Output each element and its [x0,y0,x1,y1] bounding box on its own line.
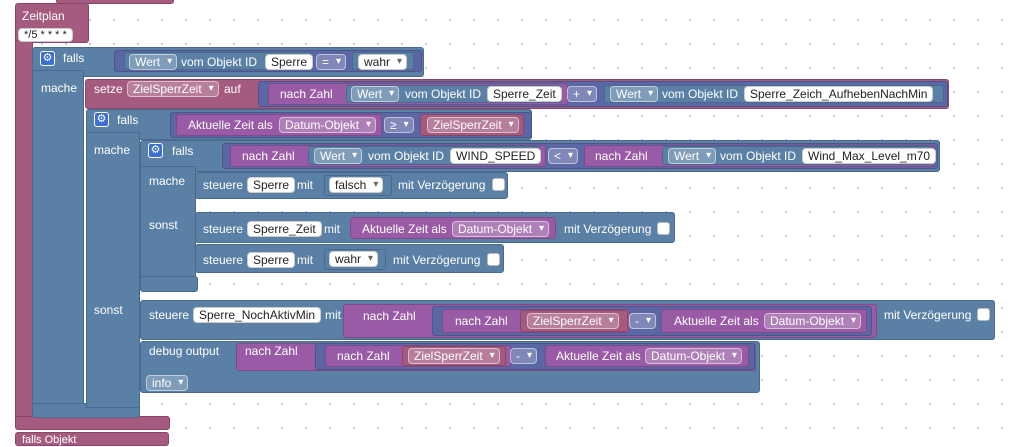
delay-label-4: mit Verzögerung [884,308,972,322]
delay-label-3: mit Verzögerung [393,253,481,267]
op-minus-dropdown-1[interactable]: - [629,313,656,329]
if-wind-body-bar [140,166,196,290]
bool-dropdown-wahr-2[interactable]: wahr [329,251,379,267]
top-partial-block[interactable] [56,0,174,4]
wert-dropdown-4[interactable]: Wert [314,148,363,164]
if1-keyword: falls [63,51,85,65]
if2-keyword: falls [117,113,139,127]
vom-label-1: vom Objekt ID [181,55,258,69]
format-dropdown-4[interactable]: Datum-Objekt [645,348,743,364]
steuere-label-4: steuere [149,308,190,322]
object-id-wind-speed[interactable]: WIND_SPEED [450,148,542,164]
op-plus-dropdown[interactable]: + [567,86,598,102]
mit-label-3: mit [297,253,313,267]
var-dropdown-2[interactable]: ZielSperrZeit [427,117,519,133]
delay-label-1: mit Verzögerung [398,178,486,192]
format-dropdown-2[interactable]: Datum-Objekt [452,221,550,237]
if3-keyword: falls [172,144,194,158]
wert-dropdown-5[interactable]: Wert [668,148,717,164]
nach-zahl-label-5: nach Zahl [455,314,508,328]
object-noch-aktiv[interactable]: Sperre_NochAktivMin [193,307,322,323]
schedule-bottom-bar [15,416,170,430]
object-sperre-s1[interactable]: Sperre [247,177,296,193]
wert-dropdown-3[interactable]: Wert [610,86,659,102]
op-lt-dropdown[interactable]: < [548,148,579,164]
object-id-sperre-1[interactable]: Sperre [265,54,314,70]
op-gte-dropdown[interactable]: ≥ [384,117,414,133]
gear-icon[interactable]: ⚙ [94,112,109,127]
steuere-label-1: steuere [203,178,244,192]
object-id-aufheben[interactable]: Sperre_Zeich_AufhebenNachMin [744,86,934,102]
mache-label-1: mache [41,81,78,95]
wert-dropdown-1[interactable]: Wert [129,54,178,70]
log-level-dropdown[interactable]: info [146,375,189,391]
mit-label-1: mit [297,178,313,192]
object-sperre-zeit-s2[interactable]: Sperre_Zeit [247,221,322,237]
nach-zahl-label-6: nach Zahl [245,344,298,358]
steuere-label-3: steuere [203,253,244,267]
delay-checkbox-1[interactable] [492,178,505,191]
cron-field[interactable]: */5 * * * * [18,28,73,42]
var-dropdown-ziel[interactable]: ZielSperrZeit [127,81,219,97]
format-dropdown-1[interactable]: Datum-Objekt [279,117,377,133]
delay-checkbox-2[interactable] [657,222,670,235]
op-eq-dropdown[interactable]: = [316,54,347,70]
mit-label-2: mit [324,222,340,236]
bool-dropdown-falsch[interactable]: falsch [329,177,384,193]
nach-zahl-label-3: nach Zahl [595,149,648,163]
setze-label: setze [94,82,123,96]
vom-label-3: vom Objekt ID [662,87,739,101]
gear-icon[interactable]: ⚙ [40,51,55,66]
next-event-label: falls Objekt [22,434,77,446]
format-dropdown-3[interactable]: Datum-Objekt [764,313,862,329]
object-sperre-s3[interactable]: Sperre [247,252,296,268]
current-time-label-3: Aktuelle Zeit als [674,314,759,328]
nach-zahl-label-1: nach Zahl [280,87,333,101]
debug-label: debug output [149,344,220,358]
if-time-body-bar [86,132,140,408]
if-sperre-body-bar [32,70,84,415]
mache-label-3: mache [149,174,186,188]
auf-label: auf [224,82,241,96]
vom-label-2: vom Objekt ID [405,87,482,101]
current-time-label-2: Aktuelle Zeit als [362,222,447,236]
current-time-label-4: Aktuelle Zeit als [556,349,641,363]
wert-dropdown-2[interactable]: Wert [351,86,400,102]
current-time-label-1: Aktuelle Zeit als [188,118,273,132]
object-id-wind-max[interactable]: Wind_Max_Level_m70 [802,148,937,164]
bool-dropdown-wahr-1[interactable]: wahr [358,54,408,70]
delay-checkbox-3[interactable] [487,253,500,266]
schedule-title: Zeitplan [22,9,65,23]
nach-zahl-label-2: nach Zahl [242,149,295,163]
sonst-label-2: sonst [94,303,123,317]
delay-label-2: mit Verzögerung [564,222,652,236]
var-dropdown-3[interactable]: ZielSperrZeit [527,313,619,329]
gear-icon[interactable]: ⚙ [148,143,163,158]
sonst-label-3: sonst [149,218,178,232]
nach-zahl-label-4: nach Zahl [363,309,416,323]
object-id-sperre-zeit-1[interactable]: Sperre_Zeit [487,86,562,102]
steuere-label-2: steuere [203,222,244,236]
op-minus-dropdown-2[interactable]: - [510,348,537,364]
schedule-body-bar [15,40,33,425]
mache-label-2: mache [94,143,131,157]
nach-zahl-label-7: nach Zahl [337,349,390,363]
var-dropdown-4[interactable]: ZielSperrZeit [408,348,500,364]
delay-checkbox-4[interactable] [977,308,990,321]
mit-label-4: mit [325,308,341,322]
if-wind-foot [140,276,198,292]
vom-label-4: vom Objekt ID [368,149,445,163]
vom-label-5: vom Objekt ID [720,149,797,163]
